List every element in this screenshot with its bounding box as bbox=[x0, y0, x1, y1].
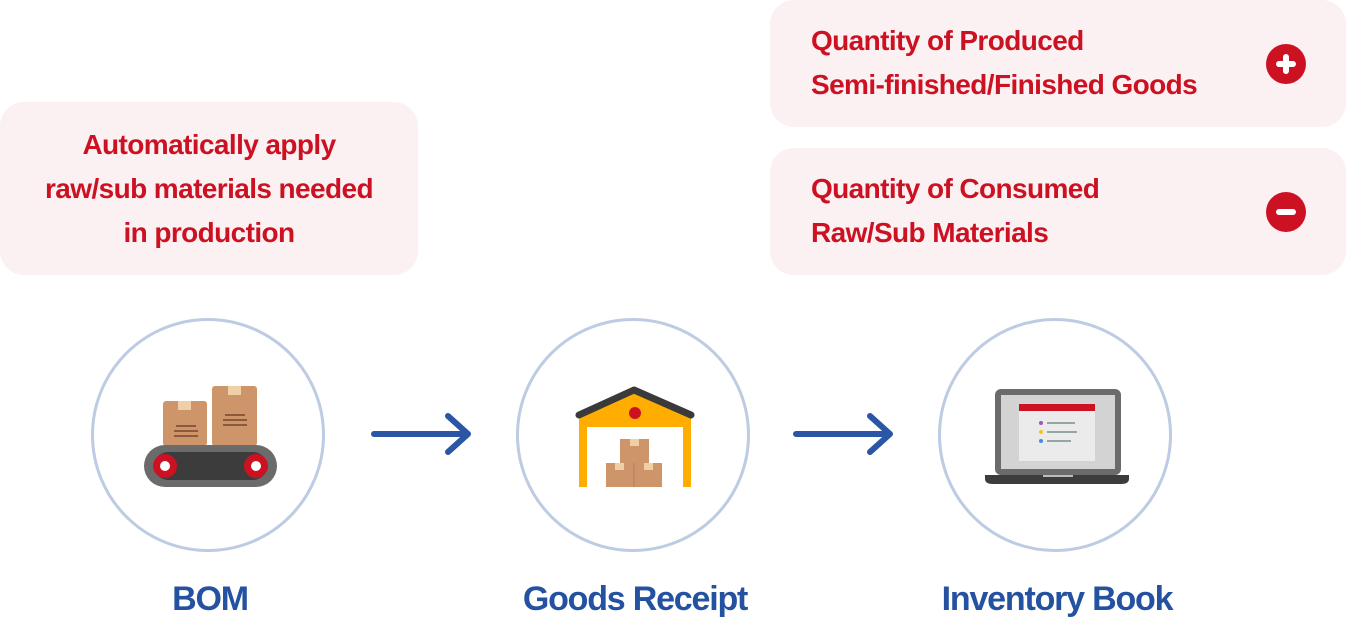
consumed-callout-line: Quantity of Consumed bbox=[811, 173, 1100, 204]
produced-quantity-callout: Quantity of Produced Semi-finished/Finis… bbox=[770, 0, 1346, 127]
laptop-list-icon bbox=[985, 389, 1129, 484]
bom-callout-line: in production bbox=[123, 216, 295, 248]
arrow-right-icon bbox=[793, 413, 893, 455]
arrow-right-icon bbox=[371, 413, 471, 455]
conveyor-belt-boxes-icon bbox=[144, 386, 277, 487]
minus-circle-icon bbox=[1266, 191, 1306, 232]
produced-callout-line: Quantity of Produced bbox=[811, 25, 1084, 56]
bom-callout-line: raw/sub materials needed bbox=[45, 172, 374, 204]
bom-callout-line: Automatically apply bbox=[82, 128, 336, 160]
step-label-bom: BOM bbox=[172, 580, 249, 618]
step-label-goods-receipt: Goods Receipt bbox=[522, 580, 749, 618]
consumed-callout-line: Raw/Sub Materials bbox=[811, 217, 1049, 248]
bom-step-circle bbox=[91, 318, 325, 552]
warehouse-icon bbox=[575, 386, 695, 487]
consumed-quantity-callout: Quantity of Consumed Raw/Sub Materials bbox=[770, 148, 1346, 275]
produced-callout-line: Semi-finished/Finished Goods bbox=[811, 69, 1198, 100]
bom-callout: Automatically apply raw/sub materials ne… bbox=[0, 102, 418, 275]
goods-receipt-step-circle bbox=[516, 318, 750, 552]
step-label-inventory-book: Inventory Book bbox=[941, 580, 1174, 618]
plus-circle-icon bbox=[1266, 43, 1306, 84]
inventory-book-step-circle bbox=[938, 318, 1172, 552]
